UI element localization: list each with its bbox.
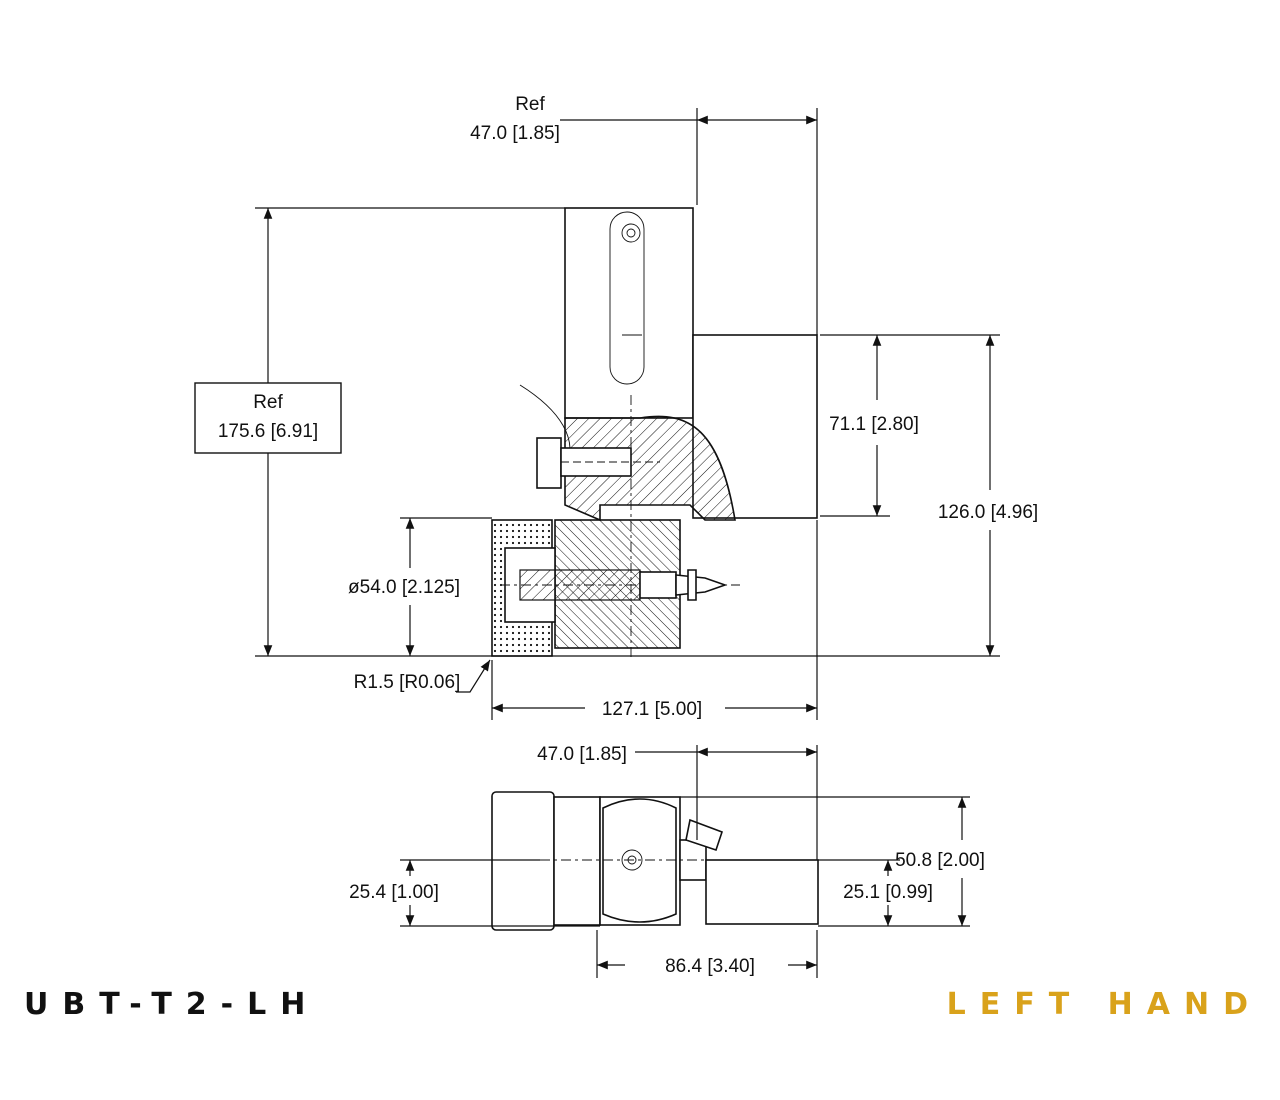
top-width-dimension: 47.0 [1.85] <box>537 744 627 765</box>
height-left-dimension: 25.4 [1.00] <box>349 882 439 903</box>
variant-title: LEFT HAND <box>947 987 1262 1022</box>
height-right-dimension: 25.1 [0.99] <box>843 882 933 903</box>
height-total-dimension: 50.8 [2.00] <box>895 850 985 871</box>
bottom-width-dimension: 86.4 [3.40] <box>665 956 755 977</box>
top-view-dimensions: 47.0 [1.85] 50.8 [2.00] 25.1 [0.99] 25.4… <box>349 744 985 978</box>
front-view-part <box>491 207 818 660</box>
model-title: UBT-T2-LH <box>24 987 319 1022</box>
front-view-dimensions: Ref 47.0 [1.85] Ref 175.6 [6.91] 71.1 [2… <box>194 94 1038 720</box>
height-ref-dimension: 175.6 [6.91] <box>218 421 318 442</box>
width-ref-label: Ref <box>515 94 545 115</box>
width-ref-dimension: 47.0 [1.85] <box>470 123 560 144</box>
dim-right-outer: 126.0 [4.96] <box>938 502 1038 523</box>
top-view-part <box>491 791 819 931</box>
diameter-dimension: ø54.0 [2.125] <box>348 577 460 598</box>
dim-right-inner: 71.1 [2.80] <box>829 414 919 435</box>
height-ref-label: Ref <box>253 392 283 413</box>
radius-dimension: R1.5 [R0.06] <box>354 672 461 693</box>
overall-width-dimension: 127.1 [5.00] <box>602 699 702 720</box>
ref-box <box>194 382 342 454</box>
